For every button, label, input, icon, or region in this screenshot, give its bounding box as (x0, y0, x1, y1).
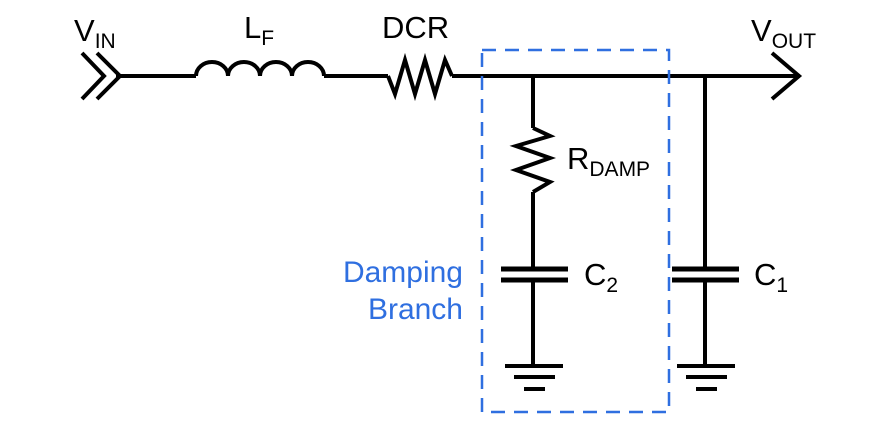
rdamp-label-main: R (567, 141, 590, 176)
ground-c2-icon (505, 364, 563, 391)
capacitor-c1 (672, 266, 739, 283)
resistor-dcr (386, 52, 454, 102)
vin-label: VIN (74, 13, 116, 52)
c1-label-main: C (754, 257, 777, 292)
c1-label: C1 (754, 257, 788, 296)
vout-label-sub: OUT (771, 30, 817, 53)
ground-c1-icon (677, 364, 735, 391)
lf-label-sub: F (261, 27, 275, 50)
rdamp-label: RDAMP (567, 141, 650, 180)
lf-label: LF (244, 10, 274, 49)
c1-label-sub: 1 (776, 274, 789, 297)
vin-label-main: V (74, 13, 95, 48)
inductor-lf (194, 60, 326, 77)
vin-label-sub: IN (94, 30, 116, 53)
damping-branch-label-line2: Branch (367, 293, 463, 326)
c2-label: C2 (584, 257, 618, 296)
capacitor-c2 (501, 266, 568, 283)
resistor-rdamp (509, 126, 557, 194)
damping-branch-label-line1: Damping (342, 256, 463, 289)
c2-label-sub: 2 (606, 274, 619, 297)
dcr-label: DCR (382, 10, 450, 45)
vin-input-chevron (80, 51, 123, 101)
c2-label-main: C (584, 257, 607, 292)
damping-branch-label: Damping Branch (300, 254, 463, 328)
lf-label-main: L (244, 10, 262, 45)
rdamp-label-sub: DAMP (589, 158, 651, 181)
vout-label-main: V (751, 13, 772, 48)
vout-label: VOUT (751, 13, 816, 52)
damping-branch-box (480, 48, 671, 414)
vout-arrow (770, 51, 803, 101)
